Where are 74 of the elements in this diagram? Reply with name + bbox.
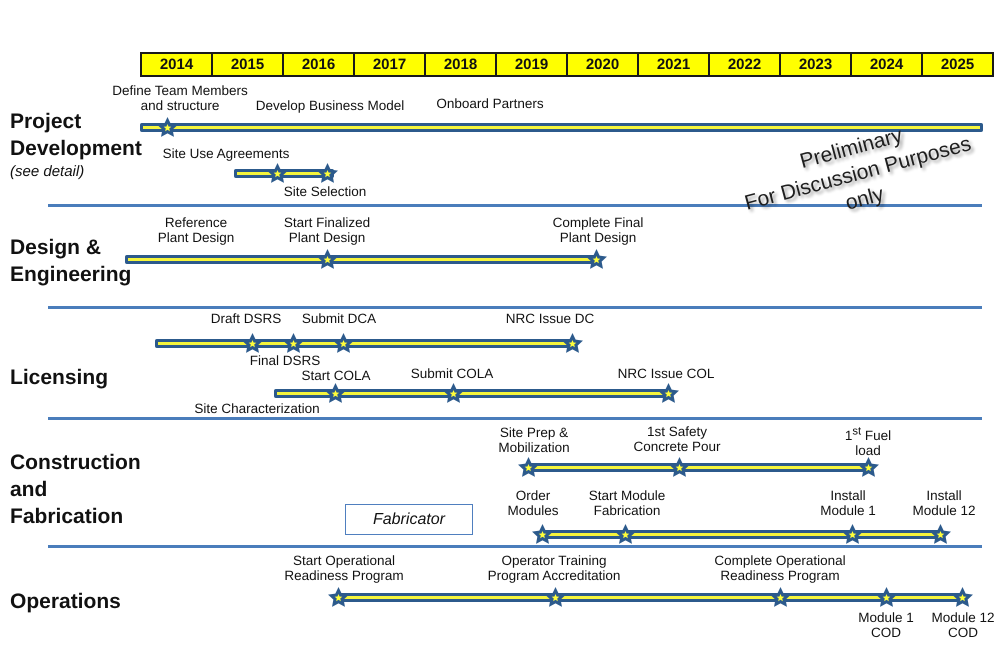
star-icon (876, 587, 896, 607)
milestone-label: Order Modules (506, 488, 560, 518)
milestone-label: Complete Final Plant Design (552, 215, 644, 245)
star-icon (562, 333, 582, 353)
milestone-label: Site Use Agreements (162, 146, 290, 161)
milestone-label: Start COLA (301, 368, 371, 383)
milestone-label: Install Module 12 (911, 488, 977, 518)
star-icon (518, 457, 538, 477)
star-icon (544, 587, 566, 607)
milestone-label: 1st Safety Concrete Pour (632, 424, 722, 454)
star-icon (952, 587, 972, 607)
star-icon (332, 333, 354, 353)
timeline-bar (274, 388, 668, 398)
year-cell: 2014 (140, 52, 213, 77)
year-cell: 2024 (850, 52, 923, 77)
star-icon (614, 524, 636, 544)
section-note: (see detail) (10, 163, 84, 180)
role-box: Fabricator (345, 504, 473, 535)
section-heading: Licensing (10, 365, 110, 391)
year-cell: 2023 (779, 52, 852, 77)
year-cell: 2015 (211, 52, 284, 77)
milestone-label: NRC Issue DC (506, 311, 594, 326)
star-icon (668, 457, 690, 477)
star-icon (324, 383, 346, 403)
star-icon (328, 587, 348, 607)
milestone-label: Site Prep & Mobilization (497, 425, 571, 455)
milestone-label: Submit DCA (302, 311, 376, 326)
activity-label: Site Characterization (194, 401, 320, 416)
star-icon (770, 587, 790, 607)
star-icon (156, 117, 178, 137)
milestone-label: Submit COLA (410, 366, 494, 381)
milestone-label: Module 12 COD (930, 610, 996, 640)
section-heading: Construction and Fabrication (10, 450, 142, 530)
year-cell: 2020 (566, 52, 639, 77)
activity-label: Reference Plant Design (156, 215, 236, 245)
star-icon (930, 524, 950, 544)
milestone-label: Define Team Members and structure (111, 83, 249, 113)
year-cell: 2022 (708, 52, 781, 77)
milestone-label: Module 1 COD (857, 610, 915, 640)
milestone-label: Operator Training Program Accreditation (486, 553, 622, 583)
activity-label: Develop Business Model (256, 98, 404, 113)
year-cell: 2021 (637, 52, 710, 77)
activity-label: Onboard Partners (436, 96, 544, 111)
year-cell: 2025 (921, 52, 994, 77)
year-cell: 2019 (495, 52, 568, 77)
star-icon (316, 163, 338, 183)
section-heading: Design & Engineering (10, 235, 132, 288)
milestone-label: Install Module 1 (819, 488, 877, 518)
milestone-label: Draft DSRS (210, 311, 282, 326)
milestone-label: Start Module Fabrication (588, 488, 666, 518)
star-icon (442, 383, 464, 403)
milestone-label: Complete Operational Readiness Program (713, 553, 847, 583)
star-icon (658, 383, 678, 403)
star-icon (532, 524, 552, 544)
milestone-label: 1$^{st}$ Fuel load (844, 424, 892, 458)
star-icon (242, 333, 262, 353)
milestone-label: Start Finalized Plant Design (282, 215, 372, 245)
milestone-label: Site Selection (284, 184, 366, 199)
timeline-bar (125, 254, 596, 264)
star-icon (858, 457, 878, 477)
star-icon (282, 333, 304, 353)
star-icon (266, 163, 288, 183)
star-icon (586, 249, 606, 269)
milestone-label: Start Operational Readiness Program (283, 553, 405, 583)
year-cell: 2016 (282, 52, 355, 77)
timeline-bar (140, 122, 983, 132)
section-heading: Project Development (10, 110, 142, 162)
section-heading: Operations (10, 589, 122, 615)
star-icon (842, 524, 862, 544)
year-cell: 2018 (424, 52, 497, 77)
milestone-label: Final DSRS (250, 353, 320, 368)
year-cell: 2017 (353, 52, 426, 77)
milestone-label: NRC Issue COL (618, 366, 714, 381)
star-icon (316, 249, 338, 269)
